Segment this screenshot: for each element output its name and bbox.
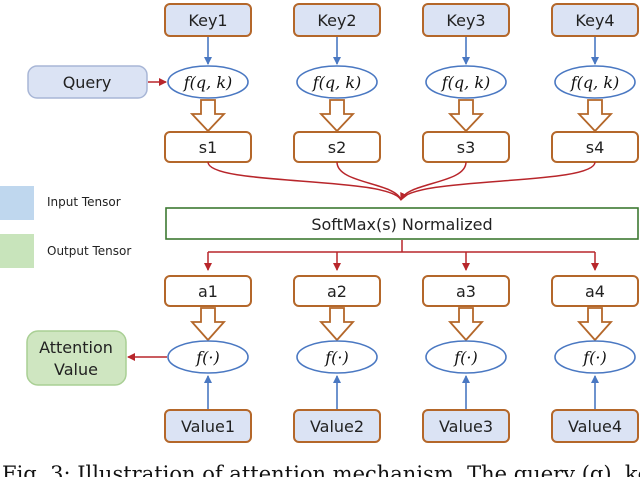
a3-box — [422, 275, 510, 307]
s4-label: s4 — [586, 138, 605, 157]
s1-label: s1 — [199, 138, 218, 157]
value-func-2 — [296, 340, 378, 374]
key2-box — [293, 3, 381, 37]
key2-label: Key2 — [317, 11, 356, 30]
softmax-label: SoftMax(s) Normalized — [311, 215, 492, 234]
weight-boxes: a1 a2 a3 a4 — [164, 275, 639, 307]
s3-label: s3 — [457, 138, 476, 157]
softmax-distribute-arrows — [204, 240, 599, 271]
attention-label-line2: Value — [54, 360, 98, 379]
value-boxes: Value1 Value2 Value3 Value4 — [164, 409, 639, 443]
score-block-arrows — [189, 99, 614, 133]
block-arrow-s3 — [447, 99, 485, 133]
value-func-4-label: f(·) — [582, 348, 607, 367]
value1-label: Value1 — [181, 417, 235, 436]
value4-label: Value4 — [568, 417, 622, 436]
value3-box — [422, 409, 510, 443]
score-func-3-label: f(q, k) — [441, 73, 491, 92]
softmax-box — [165, 207, 639, 240]
score-func-2-label: f(q, k) — [312, 73, 362, 92]
query-label: Query — [63, 73, 112, 92]
value1-box — [164, 409, 252, 443]
legend-input-swatch — [0, 186, 34, 220]
value3-label: Value3 — [439, 417, 493, 436]
value-func-1-label: f(·) — [195, 348, 220, 367]
key-boxes: Key1 Key2 Key3 Key4 — [164, 3, 639, 37]
score-func-2 — [296, 65, 378, 99]
a3-label: a3 — [456, 282, 476, 301]
score-func-1-label: f(q, k) — [183, 73, 233, 92]
converge-s1 — [207, 161, 402, 201]
key1-box — [164, 3, 252, 37]
value-func-4 — [554, 340, 636, 374]
a1-label: a1 — [198, 282, 218, 301]
score-functions: f(q, k) f(q, k) f(q, k) f(q, k) — [167, 65, 636, 99]
a2-box — [293, 275, 381, 307]
a4-label: a4 — [585, 282, 605, 301]
converge-s2 — [336, 161, 402, 201]
score-func-4-label: f(q, k) — [570, 73, 620, 92]
key3-box — [422, 3, 510, 37]
score-func-4 — [554, 65, 636, 99]
a2-label: a2 — [327, 282, 347, 301]
s2-label: s2 — [328, 138, 347, 157]
key1-label: Key1 — [188, 11, 227, 30]
value-func-1 — [167, 340, 249, 374]
value2-label: Value2 — [310, 417, 364, 436]
score-boxes: s1 s2 s3 s4 — [164, 131, 639, 163]
converge-s3 — [400, 161, 467, 201]
a1-box — [164, 275, 252, 307]
softmax-converge-arrows — [207, 161, 596, 201]
figure-caption: Fig. 3: Illustration of attention mechan… — [2, 462, 640, 477]
block-arrow-a1 — [189, 307, 227, 342]
legend: Input Tensor Output Tensor — [0, 186, 131, 268]
weight-block-arrows — [189, 307, 614, 342]
legend-output-label: Output Tensor — [47, 244, 131, 258]
block-arrow-a3 — [447, 307, 485, 342]
value-func-2-label: f(·) — [324, 348, 349, 367]
score-func-3 — [425, 65, 507, 99]
converge-s4 — [400, 161, 596, 201]
key3-label: Key3 — [446, 11, 485, 30]
value-func-3 — [425, 340, 507, 374]
score-func-1 — [167, 65, 249, 99]
query-box — [27, 65, 148, 99]
attention-label-line1: Attention — [39, 338, 113, 357]
block-arrow-s1 — [189, 99, 227, 133]
value-arrows — [204, 375, 599, 410]
value-func-3-label: f(·) — [453, 348, 478, 367]
value-functions: f(·) f(·) f(·) f(·) — [167, 340, 636, 374]
attention-value-box — [26, 330, 127, 386]
a4-box — [551, 275, 639, 307]
block-arrow-a4 — [576, 307, 614, 342]
key4-box — [551, 3, 639, 37]
key4-label: Key4 — [575, 11, 614, 30]
block-arrow-s4 — [576, 99, 614, 133]
key-arrows — [204, 37, 599, 65]
block-arrow-a2 — [318, 307, 356, 342]
legend-output-swatch — [0, 234, 34, 268]
value4-box — [551, 409, 639, 443]
legend-input-label: Input Tensor — [47, 195, 121, 209]
value2-box — [293, 409, 381, 443]
block-arrow-s2 — [318, 99, 356, 133]
